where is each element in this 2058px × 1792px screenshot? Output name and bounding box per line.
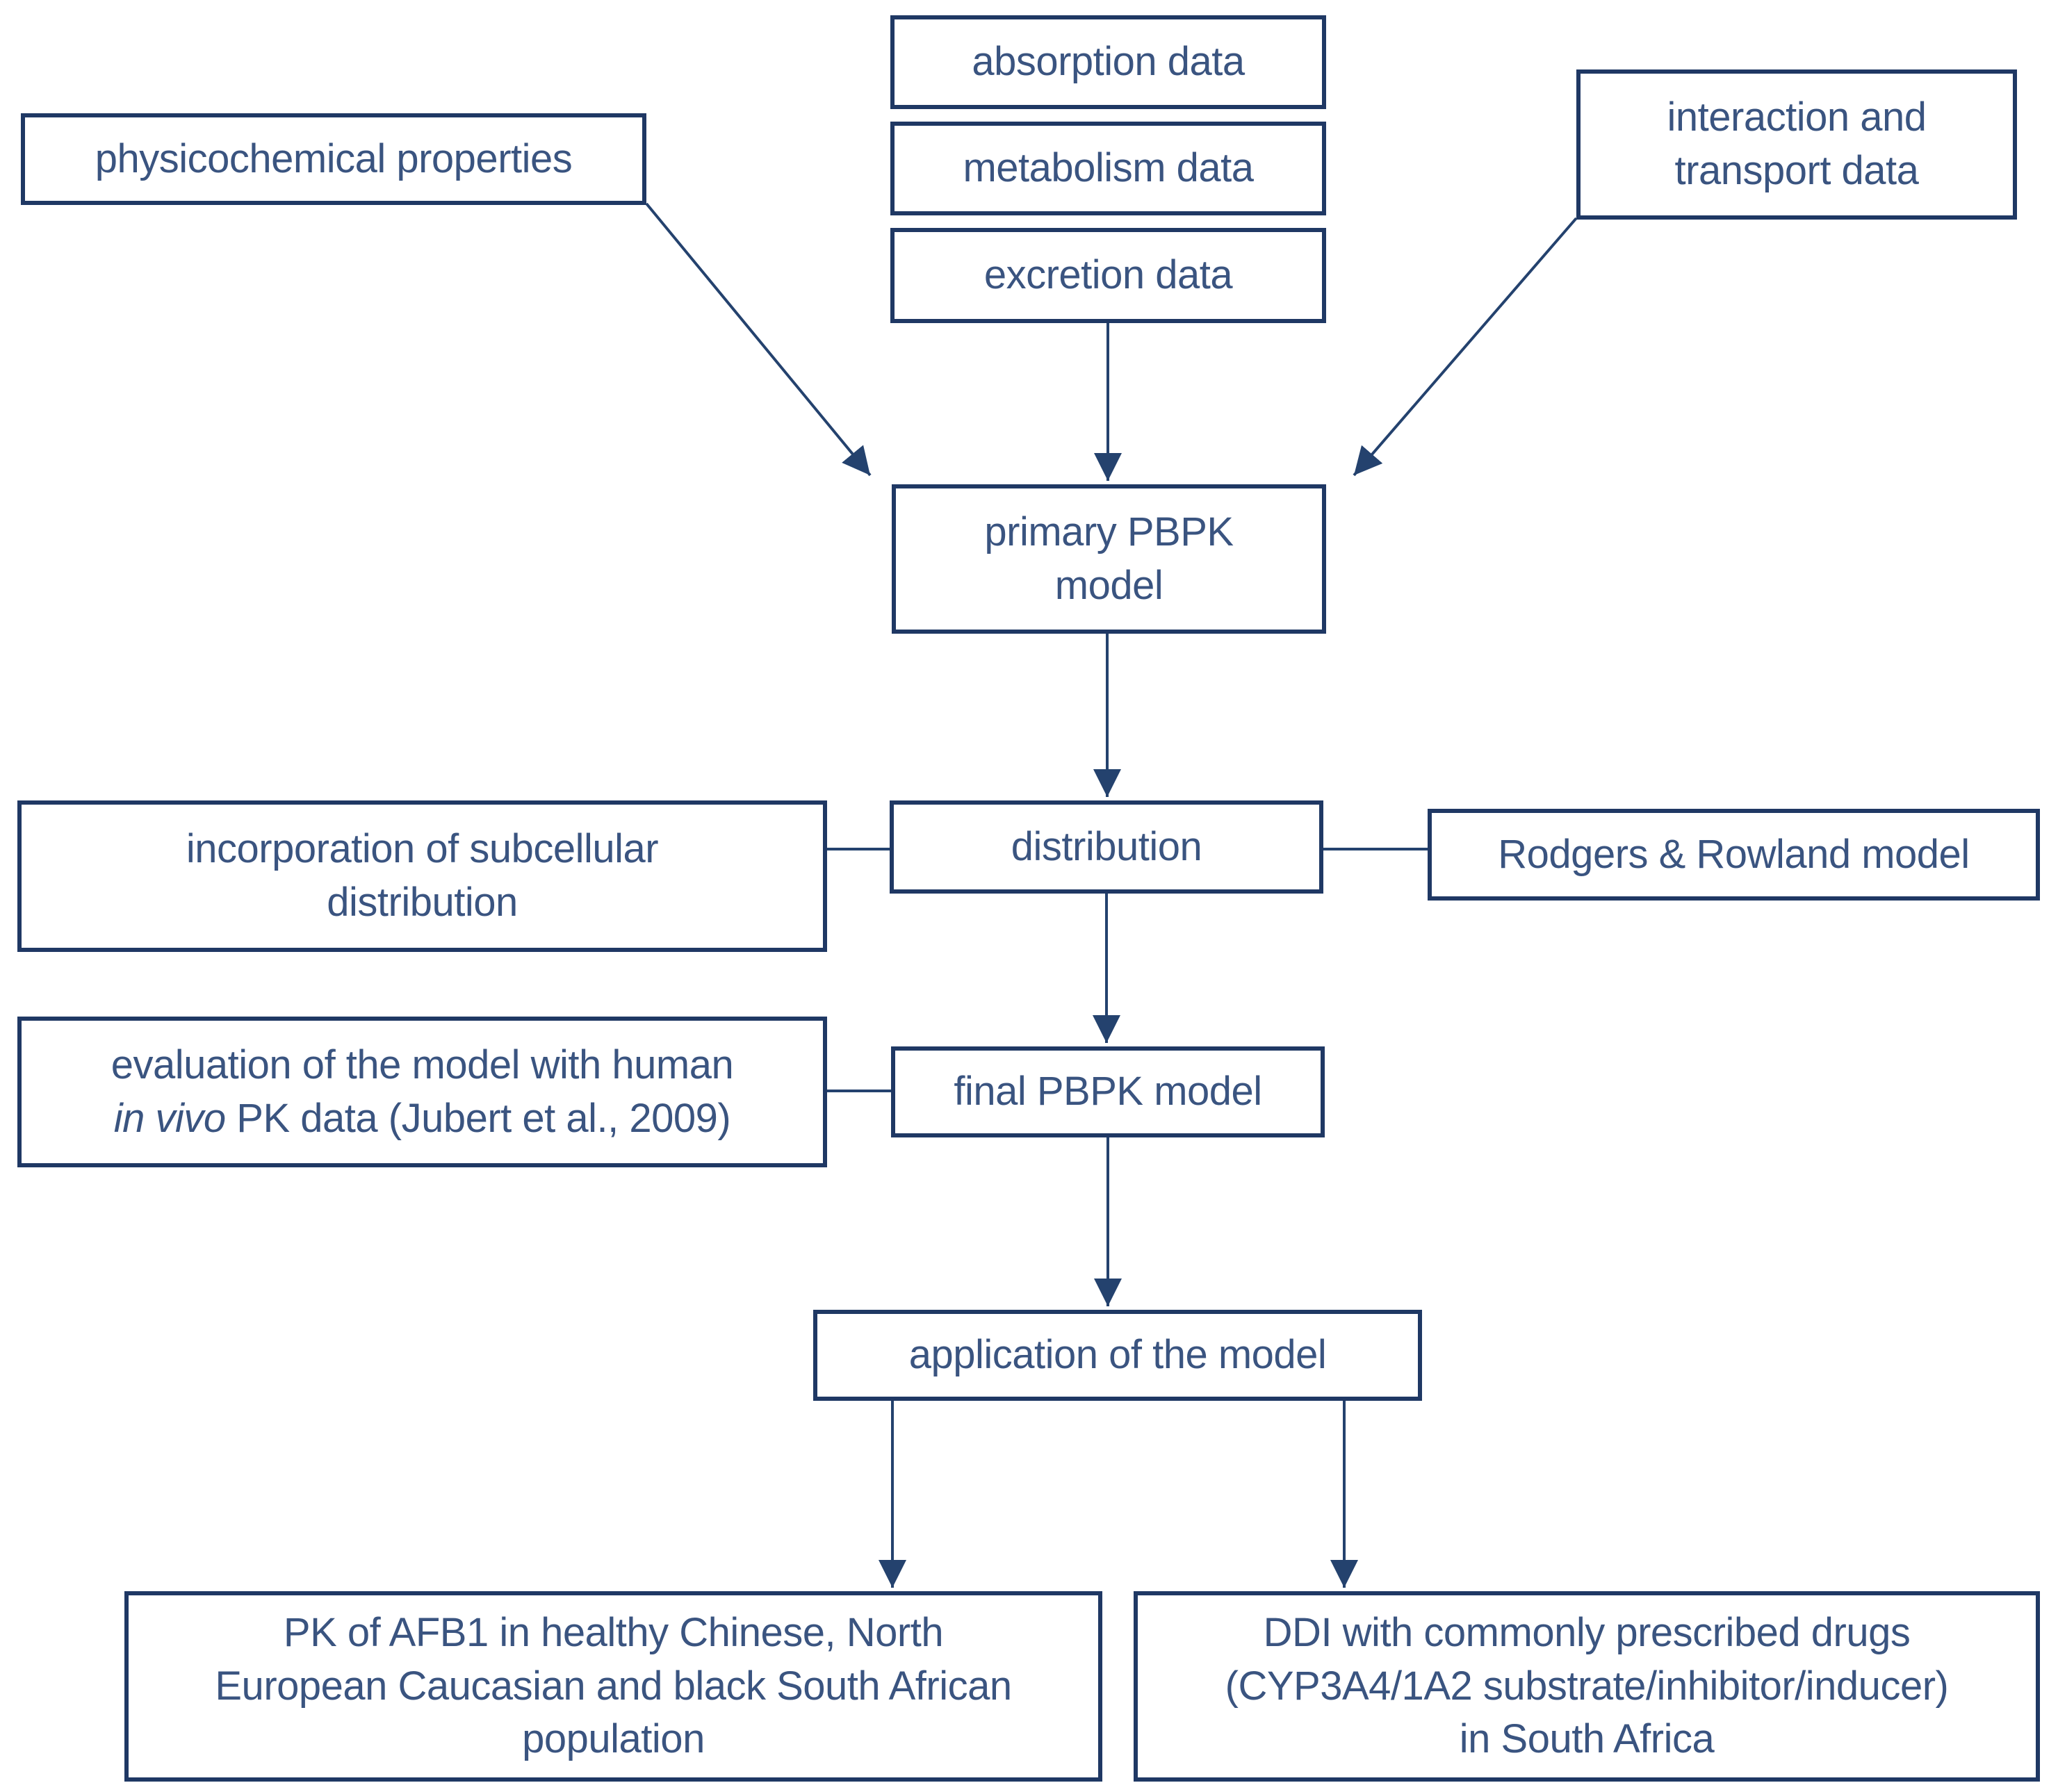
node-label: Rodgers & Rowland model xyxy=(1498,831,1970,877)
node-excretion-data: excretion data xyxy=(890,228,1326,323)
node-label-line: interaction and xyxy=(1667,94,1927,140)
node-label: physicochemical properties xyxy=(95,135,573,181)
node-label: application of the model xyxy=(908,1332,1327,1378)
node-primary-pbpk-model: primary PBPK model xyxy=(892,484,1326,634)
edge-interaction-to-primary xyxy=(1353,217,1578,477)
node-label-line: (CYP3A4/1A2 substrate/inhibitor/inducer) xyxy=(1225,1663,1949,1709)
node-label-line: in vivo PK data (Jubert et al., 2009) xyxy=(111,1092,733,1146)
node-label-line: population xyxy=(522,1716,705,1762)
node-label-line: distribution xyxy=(327,880,518,925)
node-label-line: transport data xyxy=(1674,148,1919,193)
node-label: absorption data xyxy=(972,39,1245,85)
node-label-line: DDI with commonly prescribed drugs xyxy=(1263,1610,1911,1656)
node-metabolism-data: metabolism data xyxy=(890,122,1326,215)
node-incorporation-subcellular-distribution: incorporation of subcellular distributio… xyxy=(17,800,827,952)
node-label-line: model xyxy=(1054,562,1163,608)
node-evaluation-in-vivo: evaluation of the model with human in vi… xyxy=(17,1017,827,1167)
node-label-line: evaluation of the model with human xyxy=(111,1042,734,1087)
edge-physicochemical-to-primary xyxy=(645,202,872,477)
node-label-line: PK of AFB1 in healthy Chinese, North xyxy=(283,1610,944,1656)
node-label: metabolism data xyxy=(963,145,1254,191)
node-rodgers-rowland-model: Rodgers & Rowland model xyxy=(1428,809,2040,901)
node-interaction-transport-data: interaction and transport data xyxy=(1576,69,2017,220)
node-absorption-data: absorption data xyxy=(890,15,1326,109)
node-label-line: in South Africa xyxy=(1459,1716,1715,1762)
node-application-of-model: application of the model xyxy=(813,1310,1422,1401)
node-label-line: primary PBPK xyxy=(984,509,1234,554)
node-final-pbpk-model: final PBPK model xyxy=(891,1046,1325,1137)
node-label: distribution xyxy=(1011,823,1202,869)
node-label-line: European Caucasian and black South Afric… xyxy=(215,1663,1012,1709)
node-physicochemical-properties: physicochemical properties xyxy=(21,113,646,205)
node-label-italic: in vivo xyxy=(113,1095,226,1141)
node-pk-afb1-populations: PK of AFB1 in healthy Chinese, North Eur… xyxy=(124,1591,1102,1782)
node-distribution: distribution xyxy=(890,800,1323,894)
node-ddi-south-africa: DDI with commonly prescribed drugs (CYP3… xyxy=(1134,1591,2040,1782)
node-label-rest: PK data (Jubert et al., 2009) xyxy=(225,1095,731,1141)
node-label-line: incorporation of subcellular xyxy=(186,826,659,872)
node-label: final PBPK model xyxy=(954,1069,1262,1115)
node-label: excretion data xyxy=(983,252,1233,298)
